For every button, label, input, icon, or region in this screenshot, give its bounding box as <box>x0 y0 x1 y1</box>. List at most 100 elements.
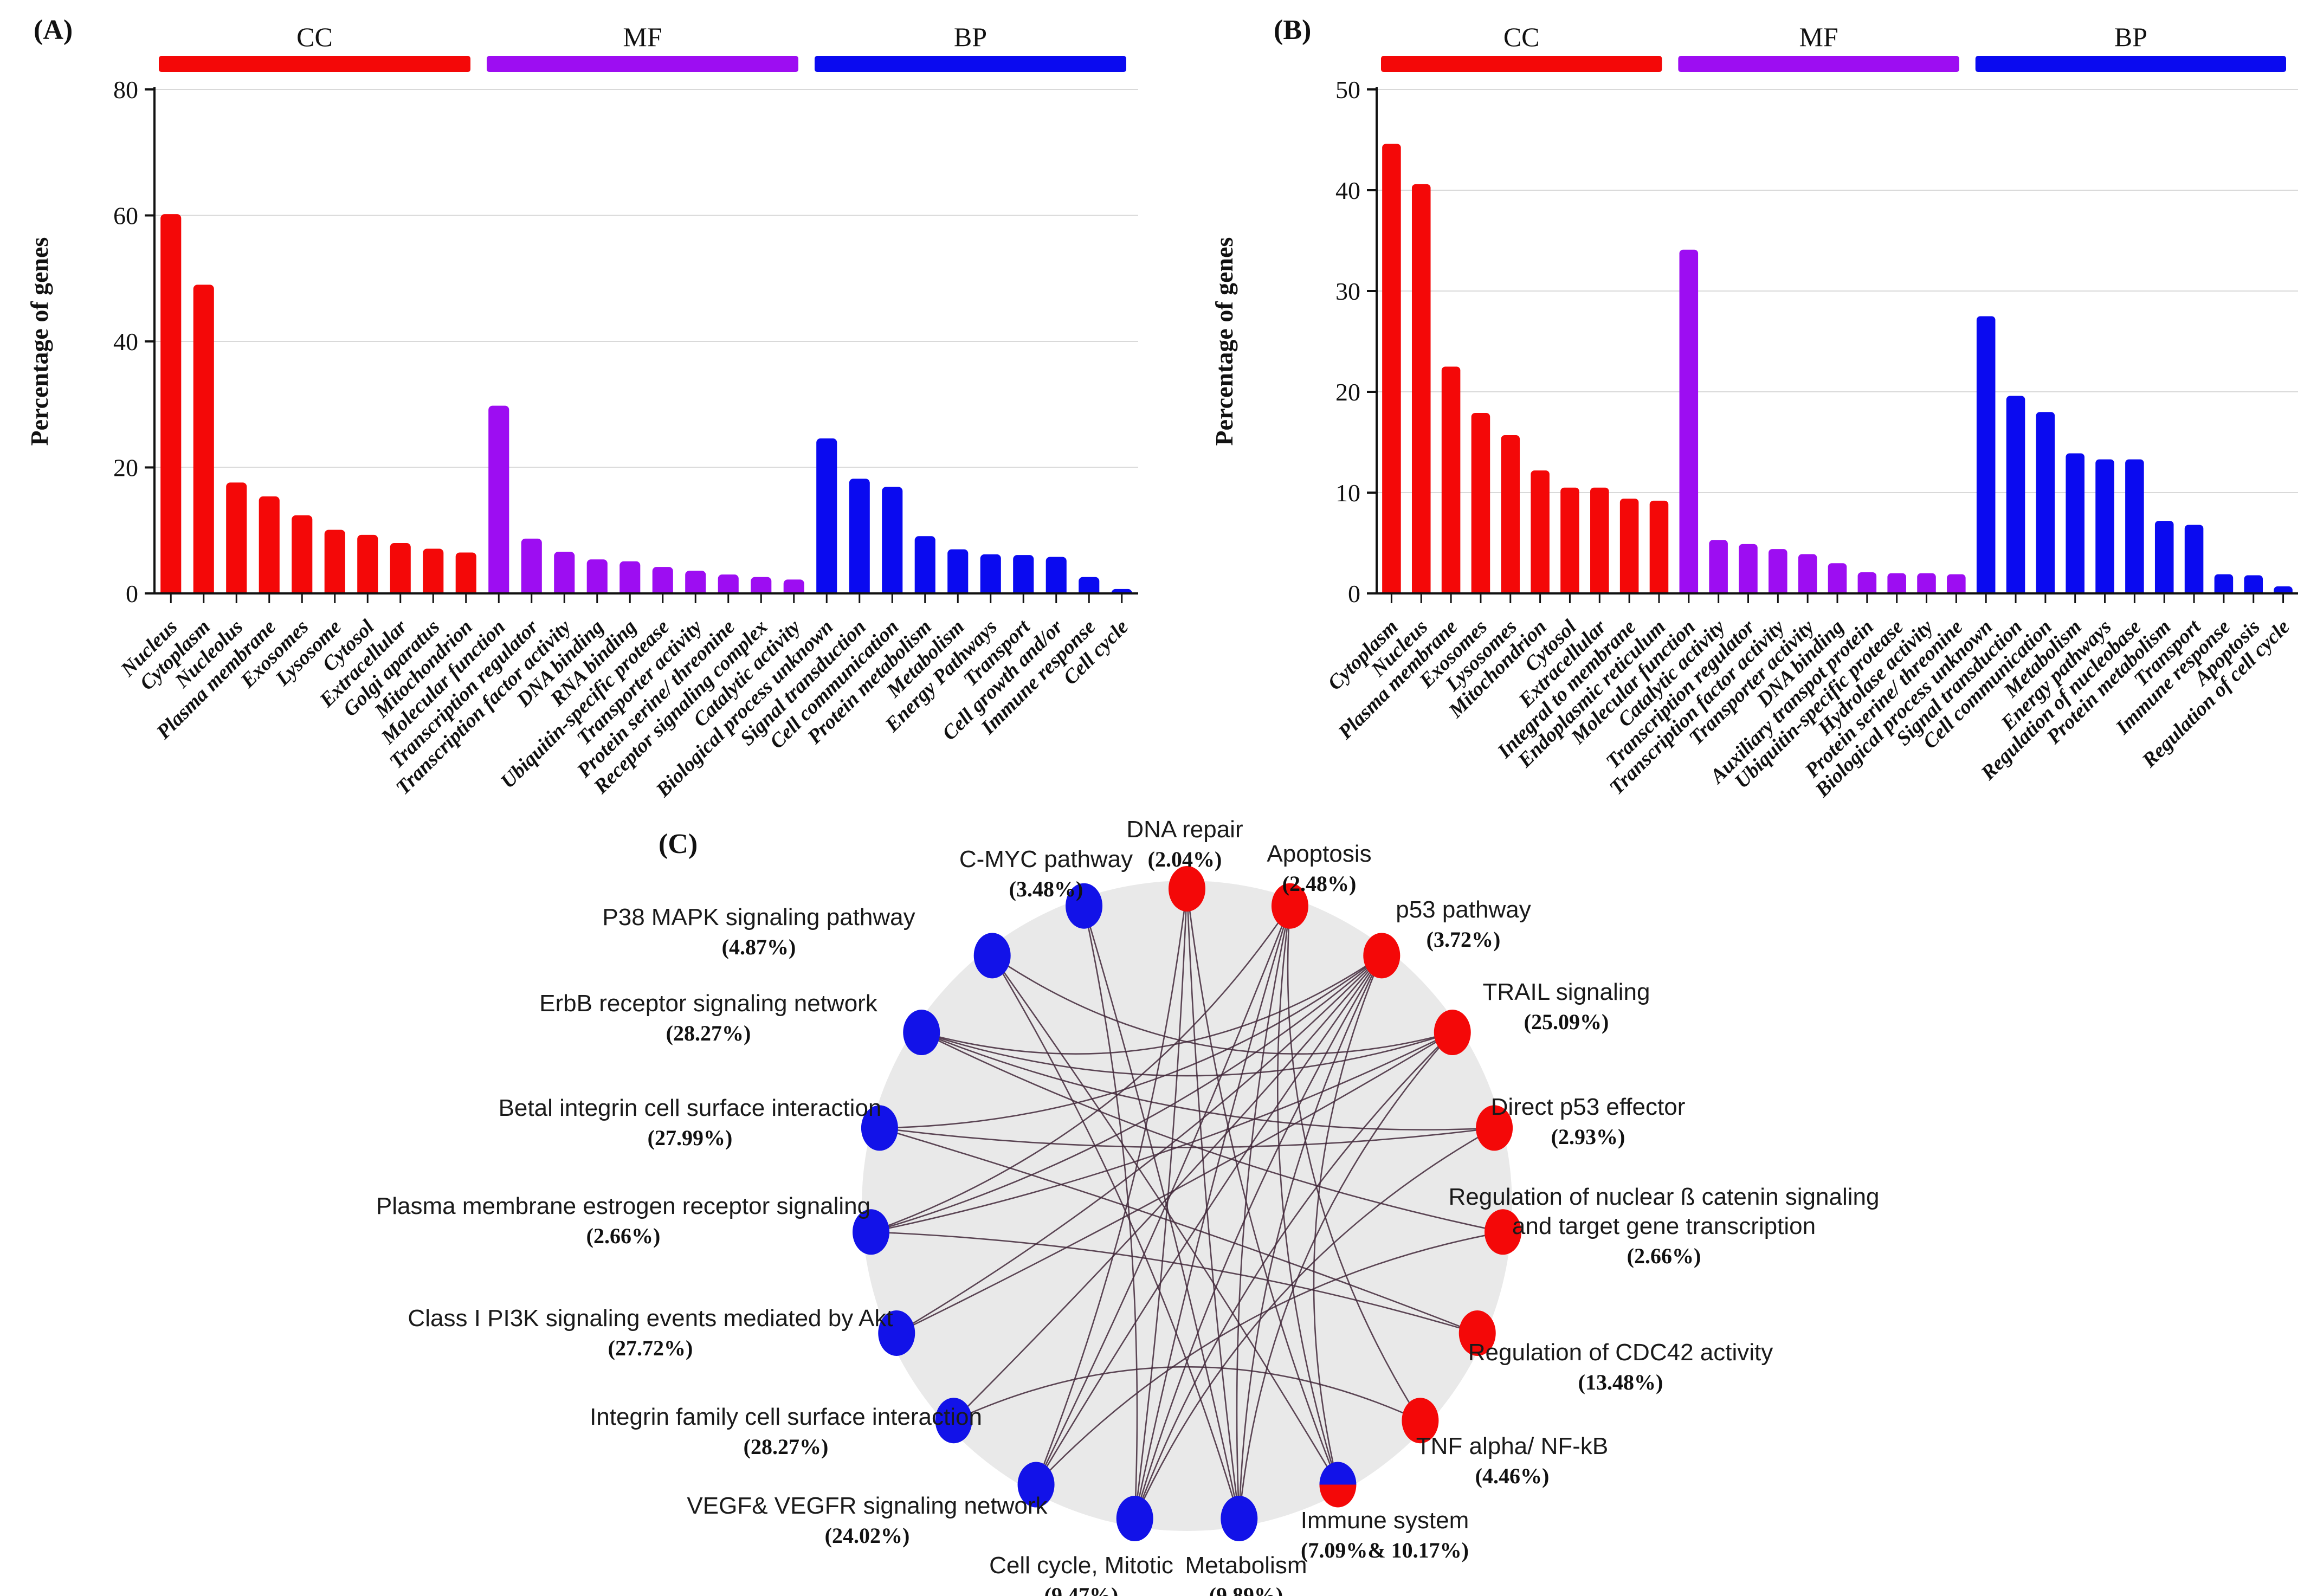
bar-Transcription factor activity <box>554 552 575 593</box>
bar-Apoptosis <box>2244 575 2263 593</box>
bar-Lysosome <box>324 529 345 593</box>
y-axis-title: Percentage of genes <box>1210 237 1238 446</box>
bar-Lysosomes <box>1501 435 1520 593</box>
bar-Signal transduction <box>849 479 870 593</box>
node-label: C-MYC pathway <box>959 846 1133 873</box>
network-edge <box>921 1031 1495 1131</box>
group-strip-CC <box>159 56 470 72</box>
node-label: and target gene transcription <box>1512 1213 1816 1239</box>
group-label-MF: MF <box>1799 22 1838 52</box>
network-node-Regulation of nuclear ß catenin signaling and target gene transcription <box>1485 1209 1522 1255</box>
y-tick-0: 0 <box>1348 580 1360 608</box>
network-edge <box>1083 906 1240 1519</box>
bar-RNA binding <box>619 561 641 593</box>
network-node-Plasma membrane estrogen receptor signaling <box>852 1209 889 1255</box>
bar-Transporter activity <box>1798 554 1817 593</box>
y-tick-40: 40 <box>1335 177 1360 204</box>
bar-Protein metabolism <box>914 536 935 593</box>
node-label: Apoptosis <box>1267 841 1371 867</box>
network-node-C-MYC pathway <box>1066 883 1103 929</box>
bar-Signal transduction <box>2006 396 2025 593</box>
network-edge <box>991 955 1339 1485</box>
node-percentage: (4.46%) <box>1475 1464 1550 1488</box>
panel-b-letter: (B) <box>1274 15 1312 46</box>
node-percentage: (2.48%) <box>1282 871 1357 896</box>
y-tick-20: 20 <box>113 454 138 482</box>
network-edge <box>1313 955 1383 1485</box>
bar-Transcription regulator <box>1739 544 1758 593</box>
y-tick-0: 0 <box>126 580 138 608</box>
network-node-Cell cycle, Mitotic <box>1116 1496 1153 1542</box>
node-label: P38 MAPK signaling pathway <box>602 904 915 931</box>
node-label: Regulation of nuclear ß catenin signalin… <box>1449 1184 1880 1210</box>
y-tick-40: 40 <box>113 328 138 356</box>
node-percentage: (9.89%) <box>1209 1583 1283 1596</box>
network-edge <box>1035 888 1188 1485</box>
node-percentage: (28.27%) <box>666 1021 751 1045</box>
bar-Metabolism <box>2066 453 2084 593</box>
network-node-Betal integrin cell surface interaction <box>861 1105 898 1151</box>
group-label-BP: BP <box>2114 22 2147 52</box>
network-edge <box>879 955 1383 1129</box>
bar-Ubiquitin-specific protease <box>652 567 673 593</box>
bar-Regulation of cell cycle <box>2274 586 2293 593</box>
node-percentage: (27.99%) <box>648 1126 733 1150</box>
bar-Nucleus <box>160 214 182 593</box>
node-label: Class I PI3K signaling events mediated b… <box>408 1305 893 1332</box>
bar-Transporter activity <box>685 571 706 593</box>
bar-Nucleolus <box>226 482 247 593</box>
bar-Transcription factor activity <box>1769 549 1787 593</box>
bar-Catalytic activity <box>1709 540 1728 593</box>
node-percentage: (3.72%) <box>1427 927 1501 952</box>
bar-Biological process unknown <box>816 438 837 593</box>
bar-Molecular function <box>1679 249 1699 593</box>
node-label: Betal integrin cell surface interaction <box>499 1095 882 1121</box>
node-percentage: (2.04%) <box>1148 847 1222 871</box>
network-edge <box>879 1127 1495 1148</box>
network-node-p53 pathway <box>1363 933 1401 979</box>
bar-Extracellular <box>1590 487 1609 593</box>
bar-DNA binding <box>1828 563 1847 593</box>
group-label-CC: CC <box>1503 22 1540 52</box>
node-percentage: (2.66%) <box>586 1224 661 1248</box>
bar-Golgi aparatus <box>423 548 444 593</box>
node-percentage: (9.47%) <box>1044 1583 1119 1596</box>
bar-Transcription regulator <box>521 538 542 593</box>
network-edge <box>921 1031 1453 1077</box>
network-edge <box>1134 888 1188 1519</box>
group-strip-BP <box>815 56 1126 72</box>
network-node-Integrin family cell surface interaction <box>935 1398 972 1444</box>
node-label: DNA repair <box>1126 816 1243 843</box>
node-label: ErbB receptor signaling network <box>539 990 878 1017</box>
bar-Plasma membrane <box>259 496 280 593</box>
bar-Cytoplasm <box>1382 144 1401 593</box>
group-label-CC: CC <box>296 22 333 52</box>
network-node-TNF alpha/ NF-kB <box>1402 1398 1439 1444</box>
bar-Transport <box>1013 555 1034 593</box>
bar-Hydrolase activity <box>1917 573 1936 593</box>
network-edge <box>953 1366 1421 1421</box>
node-percentage: (24.02%) <box>825 1523 910 1548</box>
y-tick-60: 60 <box>113 202 138 230</box>
network-edge <box>1186 888 1339 1485</box>
node-percentage: (28.27%) <box>744 1435 829 1459</box>
bar-Cytoplasm <box>193 285 214 593</box>
network-edge <box>1134 1127 1495 1519</box>
node-percentage: (13.48%) <box>1578 1370 1663 1394</box>
panel-c-letter: (C) <box>659 829 698 860</box>
y-axis-title: Percentage of genes <box>25 237 53 446</box>
node-label: Immune system <box>1301 1507 1469 1534</box>
node-label: Cell cycle, Mitotic <box>989 1552 1173 1579</box>
network-edge <box>921 1031 1503 1233</box>
bar-Integral to membrane <box>1619 499 1639 593</box>
bar-Regulation of nucleobase <box>2125 459 2144 593</box>
network-node-Regulation of CDC42 activity <box>1458 1310 1496 1356</box>
network-edge <box>1134 955 1383 1519</box>
network-node-Class I PI3K signaling events mediated by Akt <box>878 1310 915 1356</box>
network-node-P38 MAPK signaling pathway <box>973 933 1011 979</box>
bar-Cell communication <box>882 487 903 593</box>
bar-Biological process unknown <box>1976 316 1996 593</box>
network-node-DNA repair <box>1169 866 1205 912</box>
bar-Exosomes <box>292 515 313 593</box>
